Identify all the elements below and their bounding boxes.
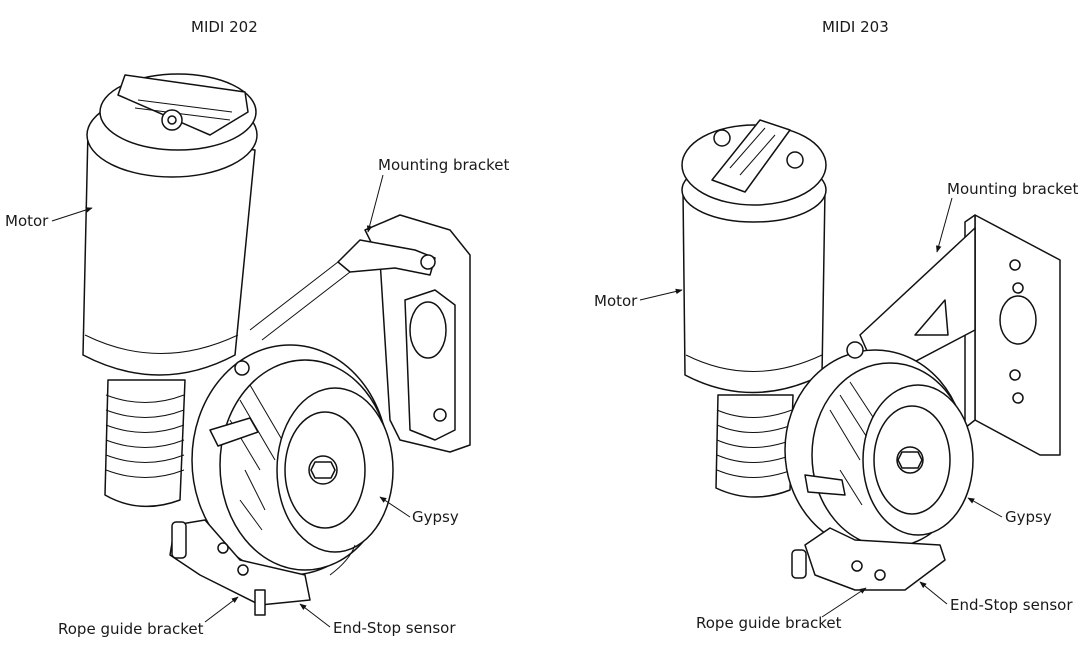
title-midi-203: MIDI 203	[822, 18, 889, 36]
leader-end-stop-202	[299, 603, 331, 628]
leader-mounting-bracket-203	[935, 197, 953, 253]
motor-202	[82, 73, 258, 508]
label-gypsy-203: Gypsy	[1005, 508, 1052, 526]
mounting-bracket-202	[249, 214, 471, 453]
leader-rope-guide-203	[821, 587, 867, 618]
label-motor-203: Motor	[594, 292, 638, 310]
title-midi-202: MIDI 202	[191, 18, 258, 36]
motor-203	[681, 119, 827, 498]
rope-guide-bracket-202	[169, 519, 356, 616]
gypsy-203	[784, 341, 974, 551]
rope-guide-bracket-203	[791, 527, 946, 591]
leader-motor-203	[639, 288, 683, 301]
label-end-stop-sensor-203: End-Stop sensor	[950, 596, 1073, 614]
label-mounting-bracket-203: Mounting bracket	[947, 180, 1079, 198]
mounting-bracket-203	[859, 214, 1061, 456]
label-motor-202: Motor	[5, 212, 49, 230]
midi-203-illustration	[681, 119, 1061, 591]
label-end-stop-sensor-202: End-Stop sensor	[333, 619, 456, 637]
leader-motor-202	[51, 207, 93, 222]
leader-rope-guide-202	[204, 596, 239, 623]
label-mounting-bracket-202: Mounting bracket	[378, 156, 510, 174]
leader-gypsy-203	[967, 497, 1003, 518]
leader-gypsy-202	[379, 496, 411, 518]
leader-end-stop-203	[919, 581, 948, 605]
label-gypsy-202: Gypsy	[412, 508, 459, 526]
leader-lines	[51, 174, 1003, 628]
midi-202-illustration	[82, 73, 471, 616]
label-rope-guide-bracket-203: Rope guide bracket	[696, 614, 842, 632]
label-rope-guide-bracket-202: Rope guide bracket	[58, 620, 204, 638]
gypsy-202	[191, 344, 394, 576]
leader-mounting-bracket-202	[366, 174, 384, 233]
